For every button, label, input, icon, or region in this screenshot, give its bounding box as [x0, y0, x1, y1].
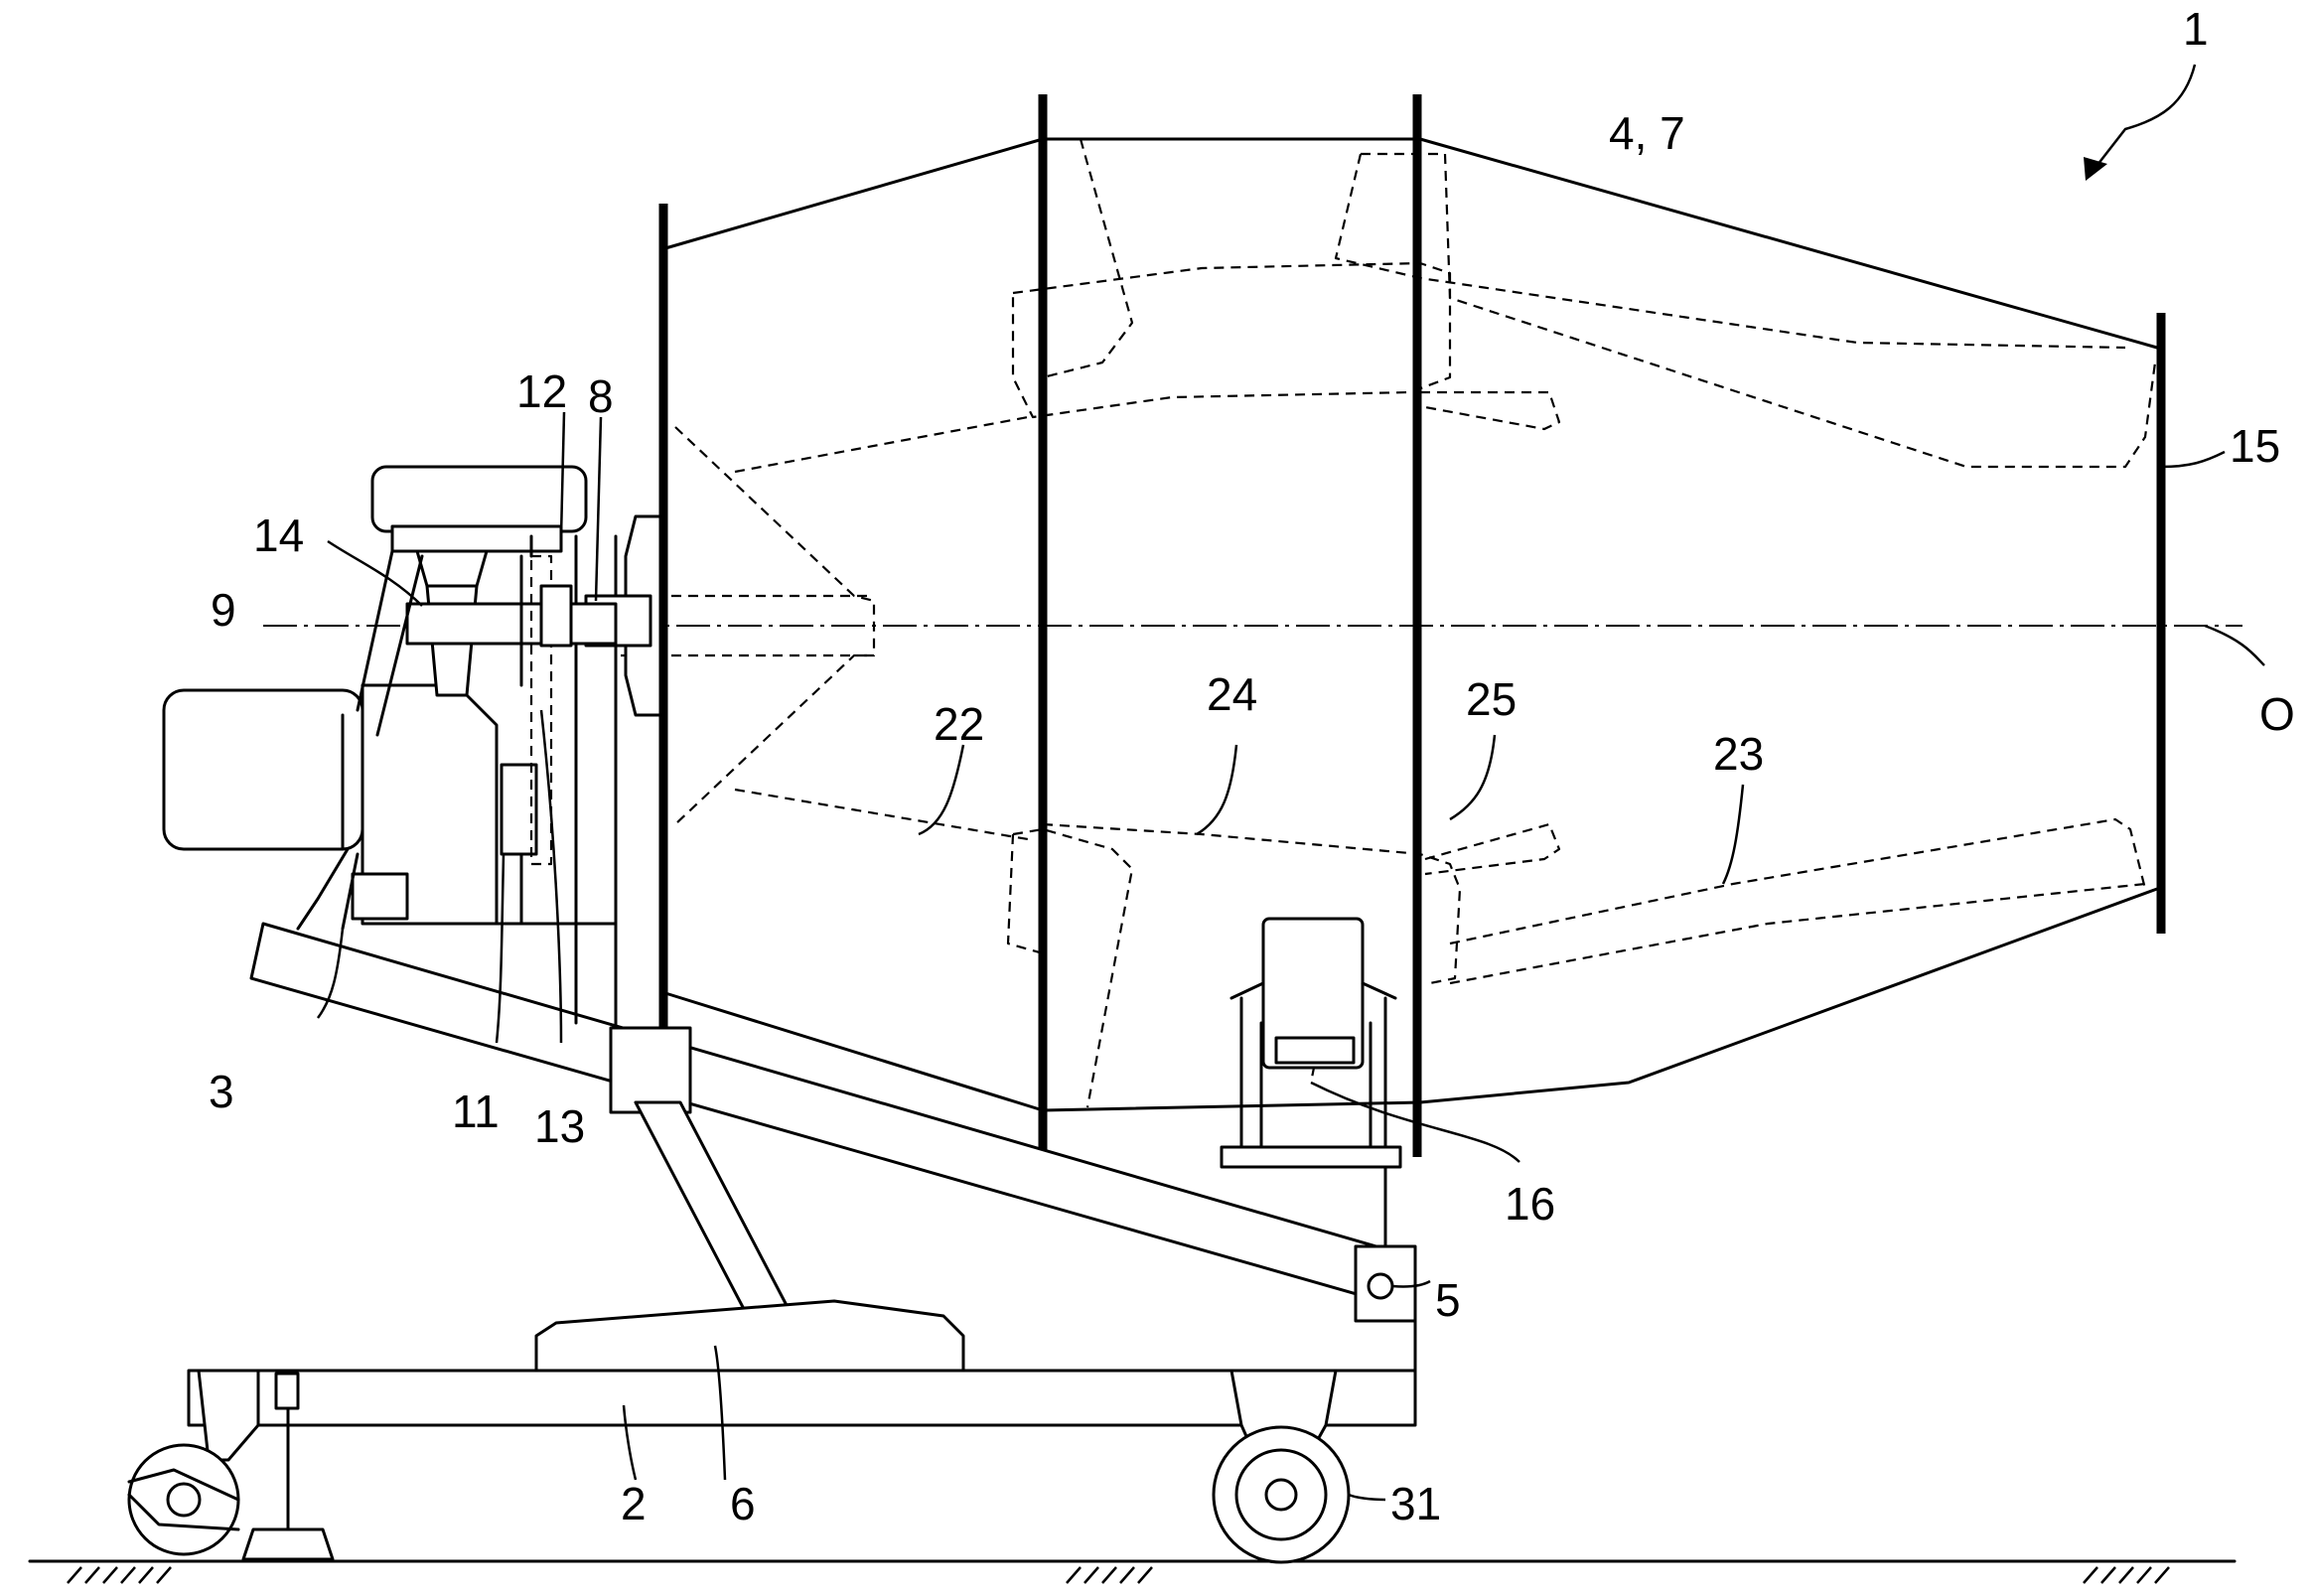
label-2: 2 [621, 1478, 647, 1529]
label-15: 15 [2230, 420, 2280, 472]
upper-gearbox [296, 465, 618, 931]
drum [621, 94, 2166, 1157]
label-6: 6 [730, 1478, 756, 1529]
label-16: 16 [1505, 1178, 1555, 1230]
upper-blades [1011, 138, 2157, 469]
label-O: O [2259, 688, 2295, 740]
label-9: 9 [211, 584, 236, 636]
label-13: 13 [534, 1100, 585, 1152]
label-5: 5 [1435, 1274, 1461, 1326]
drum-roller-support [1220, 917, 1402, 1248]
label-23: 23 [1713, 728, 1764, 780]
ground [28, 1559, 2237, 1584]
label-22: 22 [934, 698, 984, 750]
reference-labels: 1 4, 7 12 8 15 14 9 O 22 24 25 23 3 11 1… [209, 3, 2295, 1529]
label-24: 24 [1207, 668, 1257, 720]
label-25: 25 [1466, 673, 1517, 725]
label-8: 8 [588, 370, 614, 422]
leader-lines [316, 64, 2265, 1502]
label-31: 31 [1390, 1478, 1441, 1529]
label-4-7: 4, 7 [1609, 107, 1685, 159]
label-1: 1 [2183, 3, 2209, 55]
label-3: 3 [209, 1066, 234, 1117]
lift-strut [634, 1100, 792, 1313]
lower-blades [1006, 817, 2147, 1108]
label-11: 11 [452, 1086, 500, 1137]
label-12: 12 [516, 365, 567, 417]
label-14: 14 [253, 509, 304, 561]
wheels [127, 1425, 1351, 1564]
motor-unit [162, 683, 618, 926]
tilting-frame [249, 922, 1417, 1323]
